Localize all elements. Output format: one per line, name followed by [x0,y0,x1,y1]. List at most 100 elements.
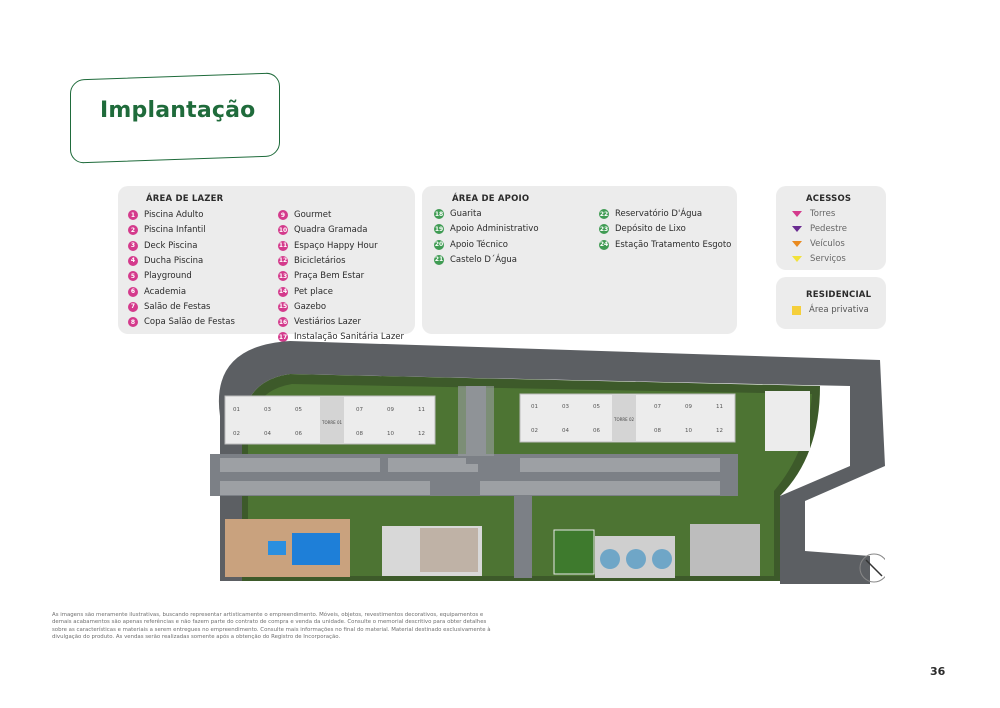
legend-number-badge: 10 [278,225,288,236]
legend-number-badge: 4 [128,255,138,266]
legend-item-label: Piscina Adulto [144,210,204,220]
legend-item-label: Academia [144,286,187,297]
legend-number-badge: 8 [128,317,138,328]
unit-label: 03 [562,404,569,410]
tower-02-core [612,394,636,442]
legend-item-label: Playground [144,271,192,282]
guarita [765,391,810,451]
legend-residencial-heading: RESIDENCIAL [806,290,872,300]
legend-acessos-heading: ACESSOS [806,194,852,204]
legend-acesso-label: Veículos [810,239,845,249]
legend-item-label: Quadra Gramada [294,225,368,236]
legend-apoio-heading: ÁREA DE APOIO [452,194,530,204]
site-plan [210,341,885,584]
legend-item-label: Instalação Sanitária Lazer [294,332,405,343]
legend-acesso-serviços: Serviços [792,254,846,264]
legend-item-10: 10 Quadra Gramada [278,225,368,236]
legend-item-9: 9 Gourmet [278,210,331,220]
legend-item-label: Gourmet [294,210,332,220]
triangle-icon [792,256,802,262]
legend-item-8: 8 Copa Salão de Festas [128,317,235,328]
legend-item-label: Guarita [450,209,482,219]
unit-label: 09 [685,404,692,410]
legend-number-badge: 11 [278,240,288,251]
unit-label: 11 [716,404,723,410]
legend-number-badge: 23 [599,224,609,235]
parking-row-bottom [220,481,430,495]
legend-item-label: Espaço Happy Hour [294,240,378,251]
legend-item-22: 22 Reservatório D'Água [599,209,702,219]
parking-row-top-2 [388,458,478,472]
page-title: Implantação [100,98,256,123]
legend-number-badge: 18 [434,209,444,219]
legend-item-label: Copa Salão de Festas [144,317,235,328]
legend-item-label: Ducha Piscina [144,255,204,266]
legend-number-badge: 24 [599,239,609,250]
unit-label: 02 [531,428,538,434]
access-lane-2 [514,496,532,578]
unit-label: 10 [387,431,394,437]
legend-number-badge: 7 [128,301,138,312]
unit-label: 02 [233,431,240,437]
legend-number-badge: 3 [128,240,138,251]
triangle-icon [792,211,802,217]
legend-number-badge: 2 [128,225,138,236]
triangle-icon [792,241,802,247]
parking-row-bottom-2 [480,481,720,495]
tower-label: TORRE 02 [614,417,635,422]
legend-number-badge: 22 [599,209,609,219]
legend-number-badge: 17 [278,332,288,343]
tower-label: TORRE 01 [322,420,343,425]
parking-vertical [458,386,494,456]
legend-item-label: Estação Tratamento Esgoto [615,239,732,250]
legend-item-label: Apoio Administrativo [450,224,539,235]
legend-number-badge: 15 [278,301,288,312]
legend-item-24: 24 Estação Tratamento Esgoto [599,239,732,250]
unit-label: 12 [418,431,425,437]
unit-label: 11 [418,407,425,413]
parking-row-top-3 [520,458,720,472]
unit-label: 06 [295,431,302,437]
unit-label: 09 [387,407,394,413]
unit-label: 06 [593,428,600,434]
legend-item-4: 4 Ducha Piscina [128,255,204,266]
legend-item-17: 17 Instalação Sanitária Lazer [278,332,405,343]
legend-number-badge: 16 [278,317,288,328]
legend-item-label: Pet place [294,286,333,297]
pool-adulto [292,533,340,565]
legend-number-badge: 12 [278,255,288,266]
legend-residencial-panel: RESIDENCIAL Área privativa [776,277,886,329]
unit-label: 07 [654,404,661,410]
triangle-icon [792,226,802,232]
unit-label: 12 [716,428,723,434]
legend-item-label: Praça Bem Estar [294,271,365,282]
legend-acesso-label: Torres [810,209,836,219]
legend-number-badge: 20 [434,239,444,250]
legend-item-label: Apoio Técnico [450,239,508,250]
legend-acesso-pedestre: Pedestre [792,224,847,234]
ete [690,524,760,576]
legend-item-18: 18 Guarita [434,209,482,219]
unit-label: 05 [295,407,302,413]
legend-item-11: 11 Espaço Happy Hour [278,240,378,251]
disclaimer-text: As imagens são meramente ilustrativas, b… [52,612,491,640]
unit-label: 05 [593,404,600,410]
legend-number-badge: 9 [278,210,288,220]
legend-item-label: Reservatório D'Água [615,209,703,219]
legend-acesso-torres: Torres [792,209,835,219]
tank-1 [600,549,620,569]
legend-area-privativa: Área privativa [792,305,869,315]
legend-number-badge: 19 [434,224,444,235]
legend-item-label: Depósito de Lixo [615,224,686,235]
legend-acesso-veículos: Veículos [792,239,845,249]
pool-infantil [268,541,286,555]
unit-label: 01 [233,407,240,413]
